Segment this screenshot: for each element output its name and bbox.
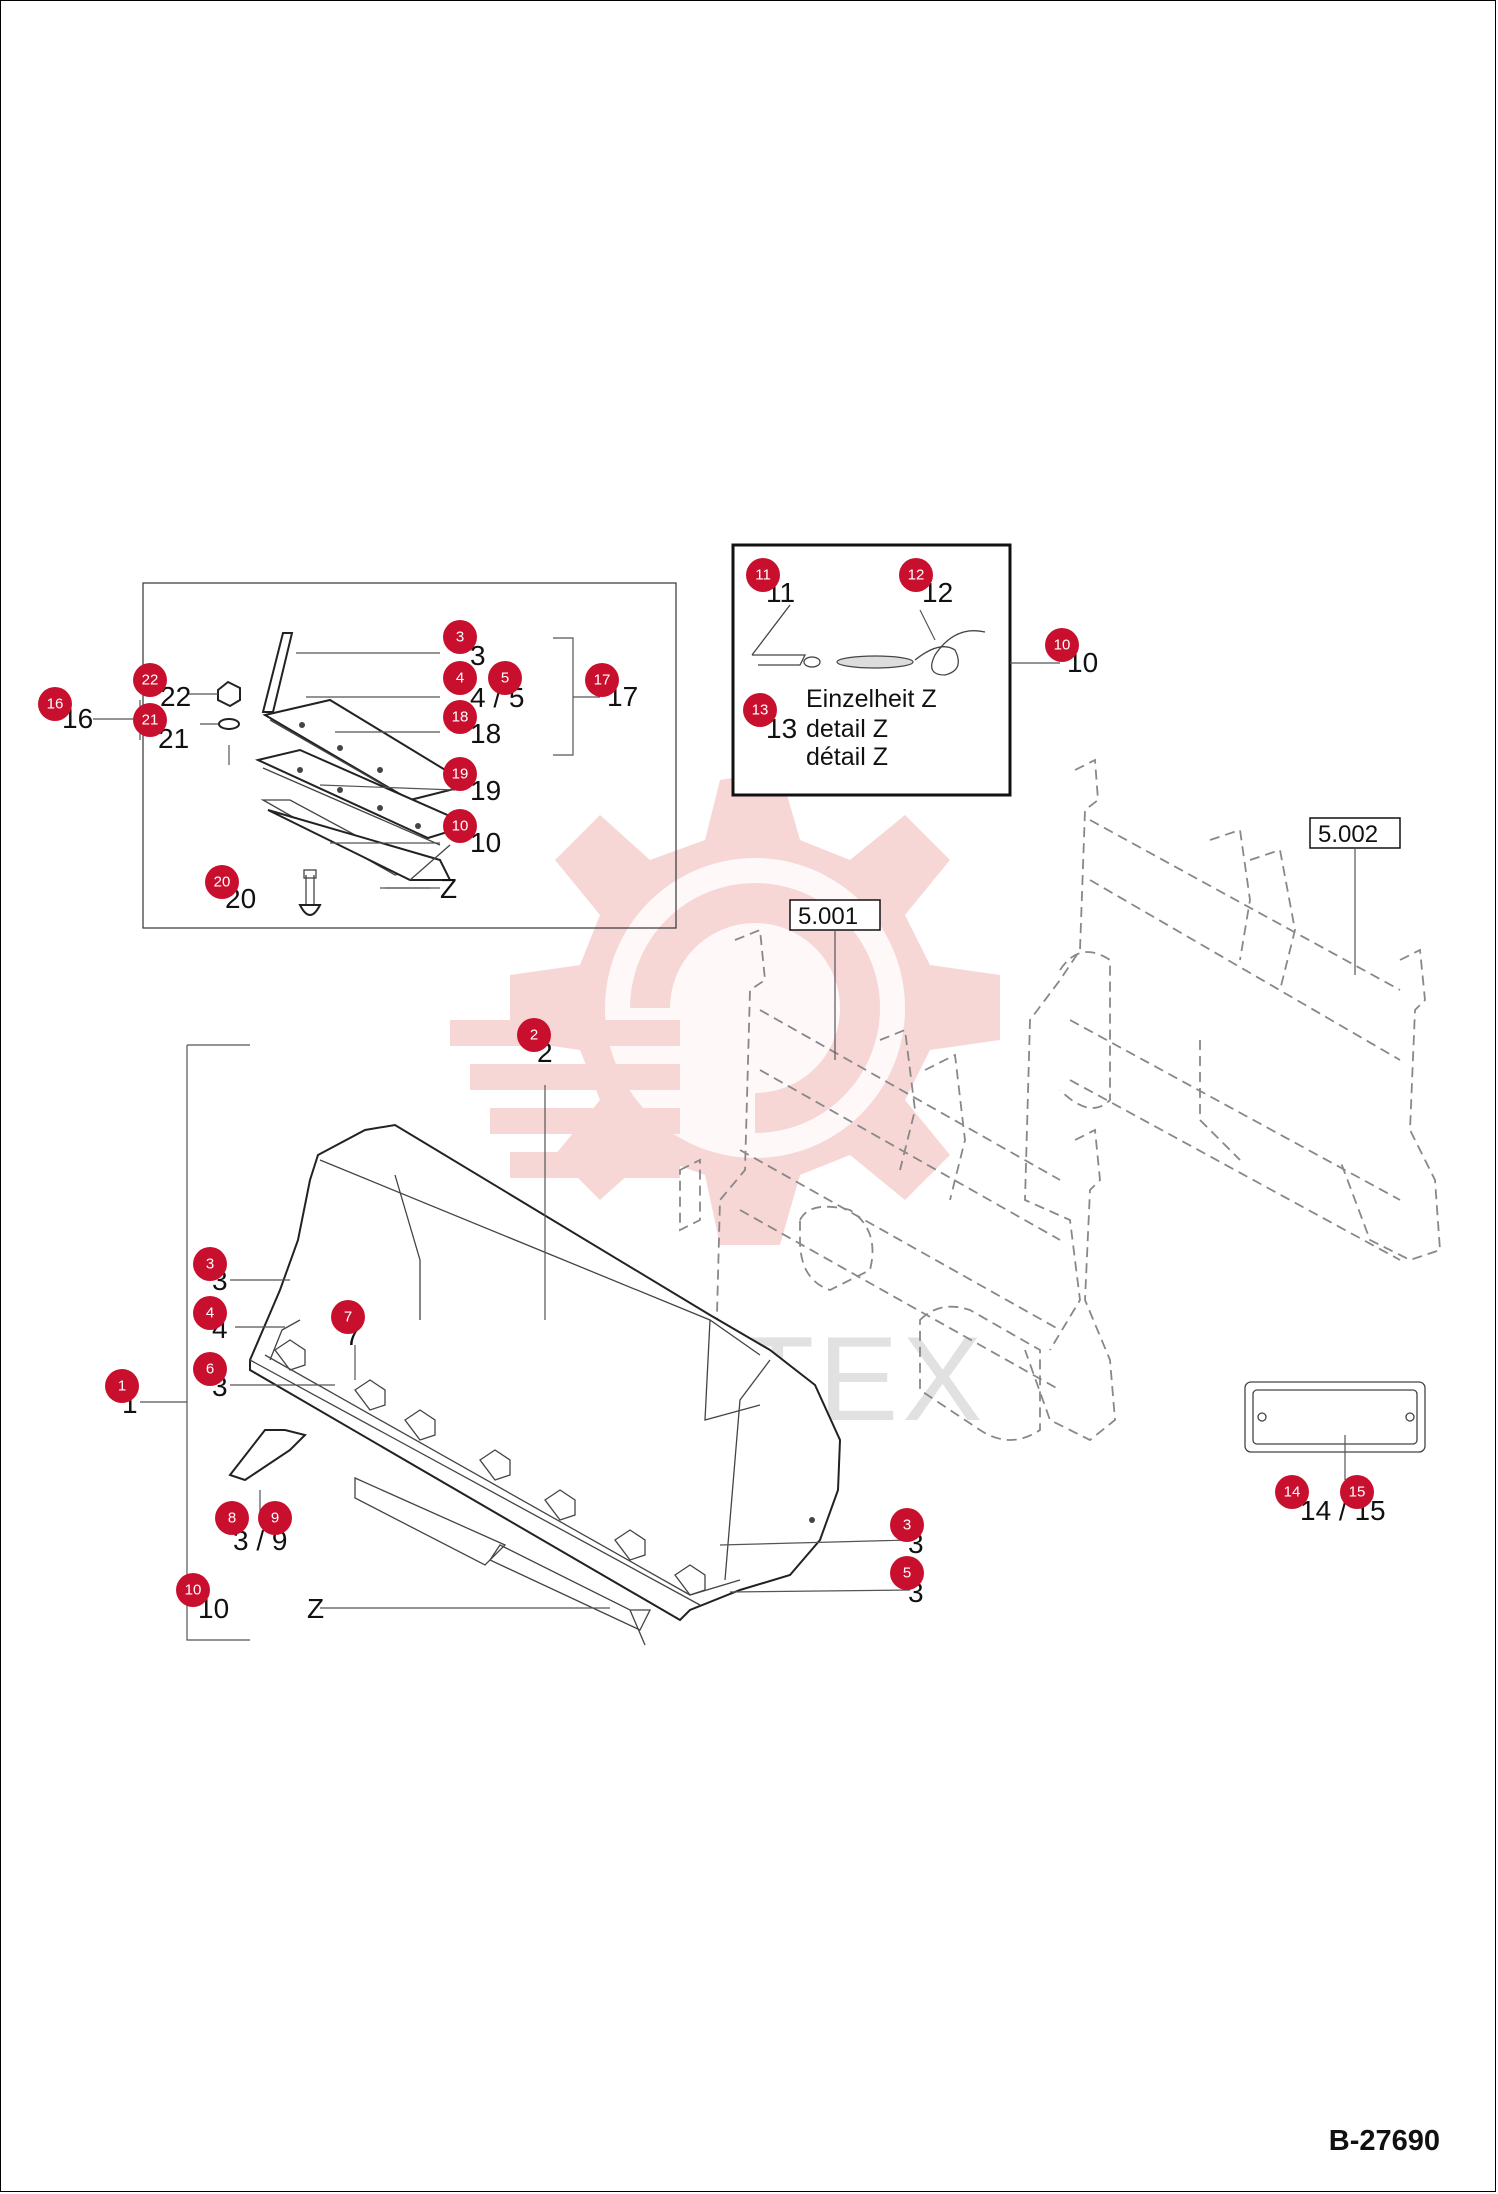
cutting-edge-10[interactable] xyxy=(354,1476,652,1646)
badge-7[interactable]: 7 xyxy=(331,1300,365,1334)
badge-4-top[interactable]: 4 xyxy=(443,661,477,695)
svg-text:6: 6 xyxy=(206,1361,214,1378)
label-3-top: 3 xyxy=(470,640,486,671)
svg-text:8: 8 xyxy=(228,1510,236,1527)
svg-text:10: 10 xyxy=(1054,637,1071,654)
svg-text:3: 3 xyxy=(456,629,464,646)
detail-title-en: detail Z xyxy=(806,715,888,743)
svg-text:10: 10 xyxy=(452,818,469,835)
label-z-bottom: Z xyxy=(307,1593,324,1624)
detail-title-fr: détail Z xyxy=(806,743,888,771)
svg-text:22: 22 xyxy=(142,672,159,689)
drawing-number: B-27690 xyxy=(1328,2125,1440,2157)
detail-z-box xyxy=(731,543,1012,797)
badge-9[interactable]: 9 xyxy=(258,1501,292,1535)
svg-text:14: 14 xyxy=(1284,1484,1301,1501)
badge-3-top[interactable]: 3 xyxy=(443,620,477,654)
badge-3-left[interactable]: 3 xyxy=(193,1247,227,1281)
badge-4-left[interactable]: 4 xyxy=(193,1296,227,1330)
badge-21[interactable]: 21 xyxy=(133,703,167,737)
ref-5001: 5.001 xyxy=(798,903,858,930)
svg-text:3: 3 xyxy=(903,1517,911,1534)
badge-13[interactable]: 13 xyxy=(743,693,777,727)
svg-text:1: 1 xyxy=(118,1378,126,1395)
svg-text:10: 10 xyxy=(185,1582,202,1599)
ring-13[interactable] xyxy=(803,656,821,668)
svg-text:21: 21 xyxy=(142,712,159,729)
badge-3-right[interactable]: 3 xyxy=(890,1508,924,1542)
badge-2[interactable]: 2 xyxy=(517,1018,551,1052)
badge-17[interactable]: 17 xyxy=(585,663,619,697)
ref-box-5001[interactable] xyxy=(789,899,881,931)
badge-10-top[interactable]: 10 xyxy=(443,809,477,843)
blade-assembly-frame xyxy=(142,582,677,929)
badge-5-top[interactable]: 5 xyxy=(488,661,522,695)
badge-6[interactable]: 6 xyxy=(193,1352,227,1386)
svg-text:9: 9 xyxy=(271,1510,279,1527)
badge-22[interactable]: 22 xyxy=(133,663,167,697)
badge-11[interactable]: 11 xyxy=(746,558,780,592)
badge-10-bottom[interactable]: 10 xyxy=(176,1573,210,1607)
ref-5002: 5.002 xyxy=(1318,821,1378,848)
svg-text:2: 2 xyxy=(530,1027,538,1044)
svg-text:7: 7 xyxy=(344,1309,352,1326)
quick-hitch-5002[interactable] xyxy=(1024,758,1441,1351)
badge-18[interactable]: 18 xyxy=(443,700,477,734)
watermark-gear-logo xyxy=(450,770,1000,1245)
badge-14[interactable]: 14 xyxy=(1275,1475,1309,1509)
svg-text:3: 3 xyxy=(206,1256,214,1273)
badge-10-detail[interactable]: 10 xyxy=(1045,628,1079,662)
detail-title-de: Einzelheit Z xyxy=(806,685,937,713)
retaining-pin-11[interactable] xyxy=(751,604,807,666)
badge-8[interactable]: 8 xyxy=(215,1501,249,1535)
ref-box-5002[interactable] xyxy=(1309,817,1401,849)
nut-22[interactable] xyxy=(217,680,241,708)
nameplate-14-15[interactable] xyxy=(1244,1381,1426,1453)
svg-text:19: 19 xyxy=(452,766,469,783)
svg-text:17: 17 xyxy=(594,672,611,689)
badge-20[interactable]: 20 xyxy=(205,865,239,899)
svg-text:4: 4 xyxy=(206,1305,214,1322)
svg-text:4: 4 xyxy=(456,670,464,687)
svg-text:13: 13 xyxy=(752,702,769,719)
svg-text:5: 5 xyxy=(903,1565,911,1582)
badge-1[interactable]: 1 xyxy=(105,1369,139,1403)
svg-text:16: 16 xyxy=(47,696,64,713)
badge-5-right[interactable]: 5 xyxy=(890,1556,924,1590)
badge-12[interactable]: 12 xyxy=(899,558,933,592)
badge-15[interactable]: 15 xyxy=(1340,1475,1374,1509)
badge-19[interactable]: 19 xyxy=(443,757,477,791)
badge-16[interactable]: 16 xyxy=(38,687,72,721)
svg-text:5: 5 xyxy=(501,670,509,687)
svg-text:12: 12 xyxy=(908,567,925,584)
label-z-top: Z xyxy=(440,873,457,904)
svg-text:15: 15 xyxy=(1349,1484,1366,1501)
svg-text:18: 18 xyxy=(452,709,469,726)
svg-text:20: 20 xyxy=(214,874,231,891)
washer-21[interactable] xyxy=(218,718,240,730)
bolt-20[interactable] xyxy=(298,869,322,916)
svg-text:11: 11 xyxy=(755,567,771,584)
tooth-8-9[interactable] xyxy=(228,1429,307,1482)
spring-12[interactable] xyxy=(836,609,986,676)
bucket[interactable] xyxy=(249,1123,842,1622)
